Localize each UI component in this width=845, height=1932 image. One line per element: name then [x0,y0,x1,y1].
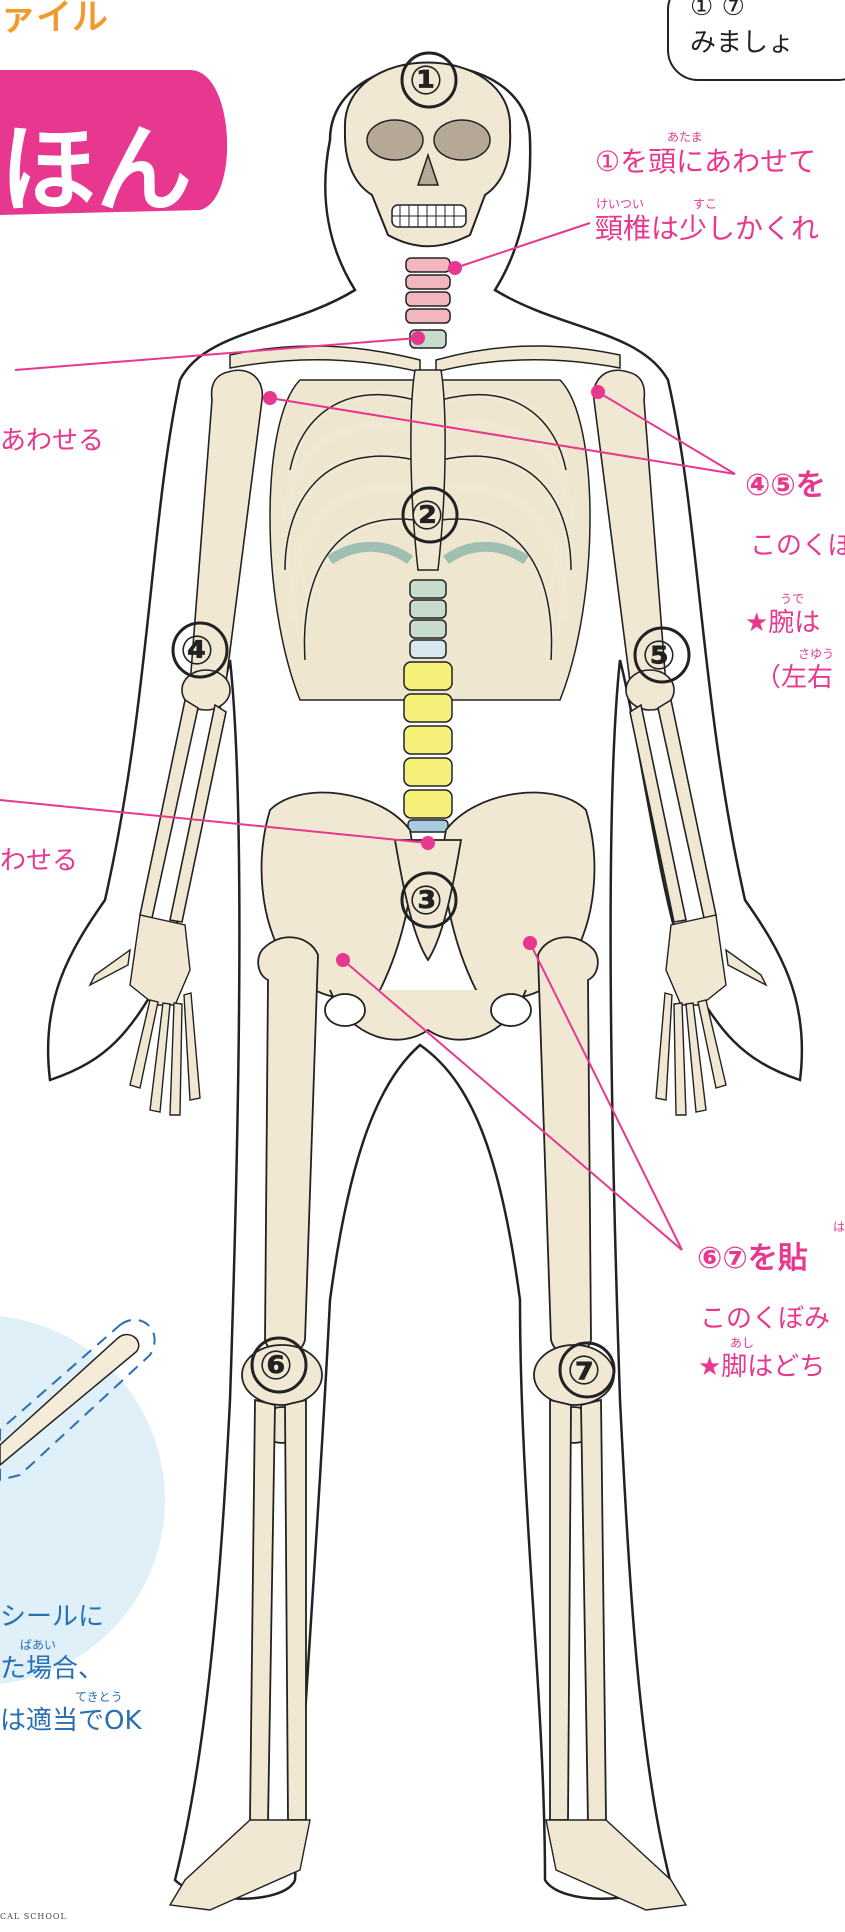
head-instruction: ①を頭にあわせて [595,140,816,180]
legs-title-ruby: は [833,1218,845,1235]
header-title-main: ほん [0,92,192,231]
note-line-3: は適当でOK [0,1700,142,1737]
arms-instruction-line1: このくぼ [750,525,845,562]
marker-3: ③ [409,878,443,924]
intro-line-1: ① ⑦ [690,0,745,22]
legs-instruction-line1: このくぼみ [700,1298,830,1335]
note-line-1: シールに [0,1596,104,1633]
marker-6: ⑥ [259,1343,293,1389]
arms-instruction-line2: ★腕は [745,602,820,639]
left-pelvis-instruction: わせる [0,840,78,877]
note-line-2: た場合、 [0,1648,104,1685]
left-shoulder-instruction: あわせる [0,420,104,457]
header-title-top: ァイル [0,0,108,40]
marker-4: ④ [180,628,214,674]
marker-7: ⑦ [567,1348,601,1394]
intro-line-2: みましょ [690,22,794,59]
footer-credit: CAL SCHOOL [0,1912,67,1921]
legs-instruction-line2: ★脚はどち [698,1346,825,1383]
marker-2: ② [410,493,444,539]
arms-instruction-line3: （左右 [755,657,833,694]
marker-1: ① [409,58,443,104]
marker-5: ⑤ [642,633,676,679]
arms-instruction-title: ④⑤を [745,460,826,504]
neck-instruction: 頸椎は少しかくれ [595,207,819,247]
legs-instruction-title: ⑥⑦を貼 [697,1233,808,1277]
